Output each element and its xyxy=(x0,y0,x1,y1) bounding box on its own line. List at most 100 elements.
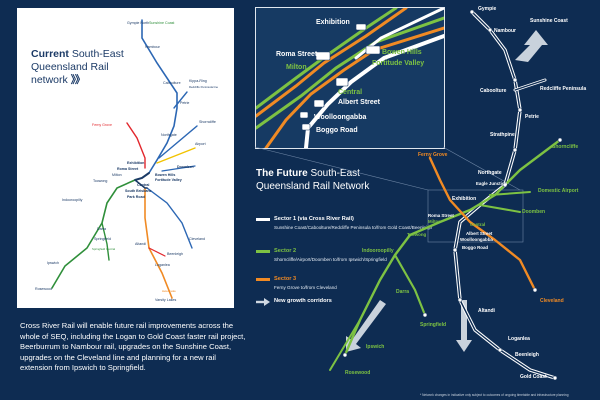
map-label-gold-coast: Gold Coast xyxy=(520,374,547,380)
label-altandi: Altandi xyxy=(135,242,146,246)
label-varsity-lakes: Varsity Lakes xyxy=(155,298,177,302)
inset-sector3-line-b xyxy=(264,26,446,150)
station-loganlea-marker xyxy=(497,347,503,353)
label-south-brisbane: South Brisbane xyxy=(125,189,152,193)
current-title-line3: network xyxy=(31,74,68,86)
map-label-central: Central xyxy=(470,222,485,227)
map-label-sunshine-coast: Sunshine Coast xyxy=(530,18,568,24)
label-darra: Darra xyxy=(97,227,106,231)
station-eagle-junction-marker xyxy=(502,182,508,188)
description-text: Cross River Rail will enable future rail… xyxy=(20,321,246,373)
legend-sector2-desc: Shorncliffe/Airport/Doomben to/from Ipsw… xyxy=(274,257,387,262)
inset-svg: Exhibition Roma Street Bowen Hills Milto… xyxy=(254,6,446,150)
label-helensvale: Helensvale xyxy=(162,289,176,293)
map-label-beenleigh: Beenleigh xyxy=(515,352,539,358)
growth-arrow-north-icon xyxy=(515,30,548,62)
inset-connector-b xyxy=(254,146,429,191)
map-label-boggo-road: Boggo Road xyxy=(462,245,488,250)
map-label-shorncliffe: Shorncliffe xyxy=(552,144,578,150)
map-label-ipswich: Ipswich xyxy=(366,344,384,350)
doomben-line xyxy=(161,165,196,172)
label-beenleigh: Beenleigh xyxy=(167,252,183,256)
station-shorncliffe-marker xyxy=(557,137,563,143)
inset-bowen-hills-marker xyxy=(365,45,381,55)
map-label-strathpine: Strathpine xyxy=(490,132,515,138)
label-bowen-hills: Bowen Hills xyxy=(155,173,175,177)
future-title-line2: Queensland Rail Network xyxy=(256,180,370,192)
station-caboolture-marker xyxy=(512,77,518,83)
label-northgate: Northgate xyxy=(161,133,177,137)
label-cleveland: Cleveland xyxy=(189,237,205,241)
inset-label-milton: Milton xyxy=(286,64,307,71)
airport-line xyxy=(156,147,196,164)
shorncliffe-line xyxy=(158,125,198,159)
map-label-domestic-airport: Domestic Airport xyxy=(538,188,579,194)
arrows-icon: 》》 xyxy=(70,74,86,86)
cleveland-line xyxy=(146,187,193,249)
inset-central-marker xyxy=(335,77,349,87)
label-redcliffe: Redcliffe Peninsula line xyxy=(189,85,218,89)
sector2-springfield-line xyxy=(393,253,427,317)
growth-corridors xyxy=(346,30,548,352)
map-label-gympie: Gympie xyxy=(478,6,497,12)
growth-arrow-icon xyxy=(256,298,270,306)
label-petrie: Petrie xyxy=(180,101,189,105)
legend-sector2-title: Sector 2 xyxy=(274,248,297,254)
inset-label-boggo-road: Boggo Road xyxy=(316,127,358,134)
map-label-redcliffe: Redcliffe Peninsula xyxy=(540,86,586,92)
station-boggo-road-marker xyxy=(452,247,458,253)
inset-label-woolloongabba: Woolloongabba xyxy=(314,114,366,121)
future-network-title: The Future South-East Queensland Rail Ne… xyxy=(256,168,426,193)
map-label-petrie: Petrie xyxy=(525,114,539,120)
inset-boggo-road-marker xyxy=(301,123,311,131)
label-rosewood: Rosewood xyxy=(35,287,52,291)
inset-label-central: Central xyxy=(338,89,362,96)
station-northgate-marker xyxy=(512,147,518,153)
inset-exhibition-marker xyxy=(355,23,367,31)
station-gympie-marker xyxy=(469,9,475,15)
beenleigh-line xyxy=(148,247,166,257)
sector2-doomben-line xyxy=(479,204,521,213)
station-gold-coast-marker xyxy=(552,375,558,381)
label-toowong: Toowong xyxy=(93,179,107,183)
legend-growth-title: New growth corridors xyxy=(274,298,332,304)
legend-sector1-desc: Sunshine Coast/Caboolture/Redcliffe Peni… xyxy=(274,225,433,230)
current-title-bold: Current xyxy=(31,48,69,60)
future-title-bold: The Future xyxy=(256,168,308,179)
future-title-line1: South-East xyxy=(310,168,360,179)
city-trunk xyxy=(134,172,150,181)
inset-label-roma-street: Roma Street xyxy=(276,51,318,58)
label-central: Central xyxy=(137,183,149,187)
label-doomben: Doomben xyxy=(177,165,194,169)
station-nambour-marker xyxy=(487,27,493,33)
legend-sector3-desc: Ferny Grove to/from Cleveland xyxy=(274,285,337,290)
current-network-panel: Current South-East Queensland Rail netwo… xyxy=(17,8,234,308)
map-label-loganlea: Loganlea xyxy=(508,336,530,342)
label-park-road: Park Road xyxy=(127,195,145,199)
map-label-eagle-junction: Eagle Junction xyxy=(476,181,508,186)
inset-sector1-line xyxy=(304,34,446,150)
map-label-toowong: Toowong xyxy=(407,232,426,237)
label-fortitude-valley: Fortitude Valley xyxy=(155,178,182,182)
inset-label-bowen-hills: Bowen Hills xyxy=(382,49,422,56)
city-inset-map: Exhibition Roma Street Bowen Hills Milto… xyxy=(254,6,446,150)
station-springfield-marker xyxy=(422,312,428,318)
label-milton: Milton xyxy=(112,173,122,177)
inset-label-exhibition: Exhibition xyxy=(316,19,350,26)
south-junction xyxy=(134,179,148,189)
label-indooroopilly: Indooroopilly xyxy=(62,198,83,202)
sector3-line xyxy=(428,156,537,292)
label-springfield: Springfield xyxy=(94,237,111,241)
map-label-northgate: Northgate xyxy=(478,170,502,176)
current-network-map: Gympie North Sunshine Coast Nambour Cabo… xyxy=(35,19,218,302)
station-ipswich-marker xyxy=(342,352,348,358)
current-network-title: Current South-East Queensland Rail netwo… xyxy=(31,48,141,87)
current-title-line2: Queensland Rail xyxy=(31,61,109,73)
map-label-doomben: Doomben xyxy=(522,209,545,215)
label-kippa-ring: Kippa-Ring xyxy=(189,79,207,83)
station-petrie-marker xyxy=(517,107,523,113)
current-title-line1: South-East xyxy=(71,48,124,60)
map-label-caboolture: Caboolture xyxy=(480,88,507,94)
map-label-springfield: Springfield xyxy=(420,322,446,328)
legend-sector2-swatch xyxy=(256,250,270,253)
